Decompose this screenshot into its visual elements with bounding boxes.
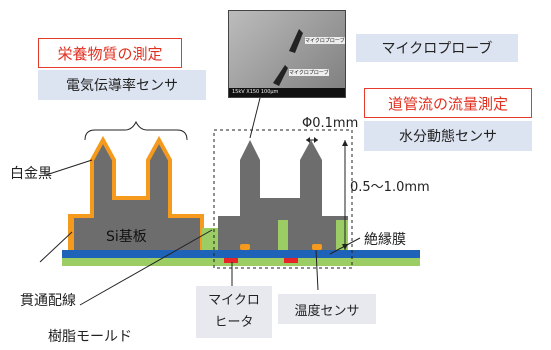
height-label: 0.5～1.0mm <box>350 180 430 195</box>
micro-heater-left <box>224 258 238 263</box>
diameter-label: Φ0.1mm <box>302 116 359 131</box>
nutrient-title: 栄養物質の測定 <box>57 44 163 63</box>
micro-heater-label: マイクロ ヒータ <box>208 293 260 330</box>
sem-footer: 15kV X150 100μm <box>229 88 345 97</box>
temp-sensor-label: 温度センサ <box>294 303 360 319</box>
flow-title-box: 道管流の流量測定 <box>364 88 532 118</box>
micro-probe-label: マイクロプローブ <box>381 41 493 57</box>
insulation-label: 絶縁膜 <box>364 232 406 248</box>
platinum-black-label: 白金黒 <box>10 166 52 182</box>
probe-leader <box>249 89 263 139</box>
conductivity-sensor-label: 電気伝導率センサ <box>66 78 178 94</box>
through-wire <box>70 216 74 250</box>
resin-column-2 <box>278 220 288 250</box>
water-sensor-body <box>218 140 348 250</box>
micro-probe-box: マイクロプローブ <box>356 34 518 62</box>
resin-mold-layer <box>62 258 420 266</box>
water-sensor-box: 水分動態センサ <box>364 121 532 151</box>
micro-heater-right <box>284 258 298 263</box>
platinum-black-coating <box>68 135 204 250</box>
water-sensor-label: 水分動態センサ <box>399 129 497 145</box>
micro-heater-box: マイクロ ヒータ <box>196 286 272 338</box>
resin-mold-label: 樹脂モールド <box>48 329 132 345</box>
through-wire-label: 貫通配線 <box>20 293 76 309</box>
temp-sensor-left <box>240 244 250 250</box>
water-sensor-outline <box>213 129 353 269</box>
flow-title: 道管流の流量測定 <box>387 94 508 113</box>
temp-sensor-right <box>312 244 322 250</box>
sem-probe-label-1: マイクロプローブ <box>305 37 345 44</box>
conductivity-sensor-box: 電気伝導率センサ <box>38 70 206 100</box>
sem-probe-label-2: マイクロプローブ <box>289 69 329 76</box>
nutrient-title-box: 栄養物質の測定 <box>38 38 182 68</box>
insulation-layer <box>62 250 420 258</box>
sem-image: マイクロプローブ マイクロプローブ 15kV X150 100μm <box>228 10 346 98</box>
temp-sensor-box: 温度センサ <box>278 294 376 324</box>
substrate-label: Si基板 <box>106 229 147 245</box>
brace <box>84 120 188 141</box>
